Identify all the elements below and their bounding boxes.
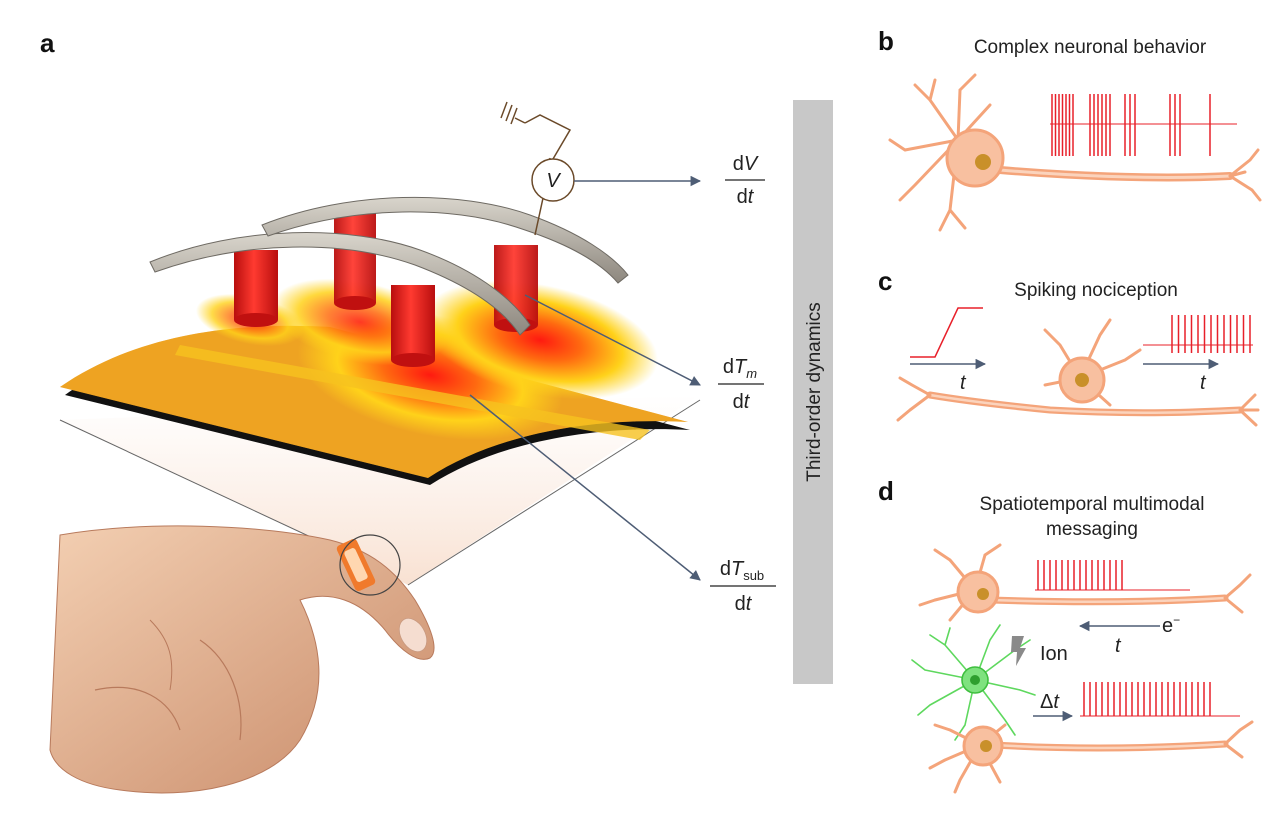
time-label-d: t xyxy=(1115,635,1122,657)
spike-train-d-lower xyxy=(1080,682,1240,717)
neuron-d-lower xyxy=(928,720,1254,794)
projection-line-right xyxy=(407,399,701,586)
svg-text:dTsub: dTsub xyxy=(720,558,764,583)
delta-t-label: Δt xyxy=(1040,691,1060,713)
laser-beam-3 xyxy=(391,285,435,360)
fraction-dv-dt: dV dt xyxy=(725,153,765,208)
arrow-membrane-temp xyxy=(524,294,701,386)
laser-beams xyxy=(234,213,538,367)
stimulus-ramp xyxy=(910,307,983,358)
time-label-left: t xyxy=(960,372,967,394)
panel-a: a xyxy=(40,28,833,794)
ion-label: Ion xyxy=(1040,643,1068,665)
electrode-arch-back xyxy=(261,196,629,284)
laser-beam-1 xyxy=(234,250,278,320)
svg-text:dTm: dTm xyxy=(723,356,757,381)
svg-text:dV: dV xyxy=(733,153,759,175)
panel-a-letter: a xyxy=(40,28,55,58)
neuron-c xyxy=(896,318,1260,427)
projection-cone xyxy=(60,395,700,585)
voltmeter-symbol: V xyxy=(546,170,561,192)
laser-beam-2 xyxy=(334,213,376,303)
fraction-dtm-dt: dTm dt xyxy=(718,356,764,413)
panel-c-title: Spiking nociception xyxy=(1014,280,1178,301)
panel-d: d Spatiotemporal multimodal messaging e−… xyxy=(878,476,1254,794)
svg-text:dt: dt xyxy=(737,186,755,208)
panel-c-letter: c xyxy=(878,266,892,296)
panel-b-title: Complex neuronal behavior xyxy=(974,37,1207,58)
spike-train-b xyxy=(1050,94,1237,156)
panel-b-letter: b xyxy=(878,26,894,56)
panel-b: b Complex neuronal behavior xyxy=(878,26,1262,232)
panel-d-title-line2: messaging xyxy=(1046,519,1138,540)
neuron-b xyxy=(888,73,1262,232)
svg-text:dt: dt xyxy=(735,593,753,615)
hand-illustration xyxy=(49,525,435,794)
svg-text:dt: dt xyxy=(733,391,751,413)
magnify-circle xyxy=(339,534,401,596)
panel-d-title-line1: Spatiotemporal multimodal xyxy=(980,494,1205,515)
electrode-strip xyxy=(175,345,650,440)
fraction-dtsub-dt: dTsub dt xyxy=(710,558,776,615)
spike-train-d-upper xyxy=(1035,560,1190,591)
time-label-right: t xyxy=(1200,372,1207,394)
neuron-d-upper xyxy=(918,543,1252,622)
ground-icon xyxy=(500,101,526,125)
arrow-substrate-temp xyxy=(469,394,701,581)
third-order-label: Third-order dynamics xyxy=(804,302,825,482)
spike-train-c xyxy=(1143,315,1253,353)
third-order-bar xyxy=(793,100,833,684)
voltmeter: V xyxy=(500,101,575,236)
electron-label: e− xyxy=(1162,613,1180,637)
glial-cell-green xyxy=(911,624,1036,741)
ion-arrow-icon xyxy=(1011,636,1026,666)
panel-d-letter: d xyxy=(878,476,894,506)
panel-c: c Spiking nociception t t xyxy=(878,266,1260,427)
electrode-arch-front xyxy=(149,232,531,336)
